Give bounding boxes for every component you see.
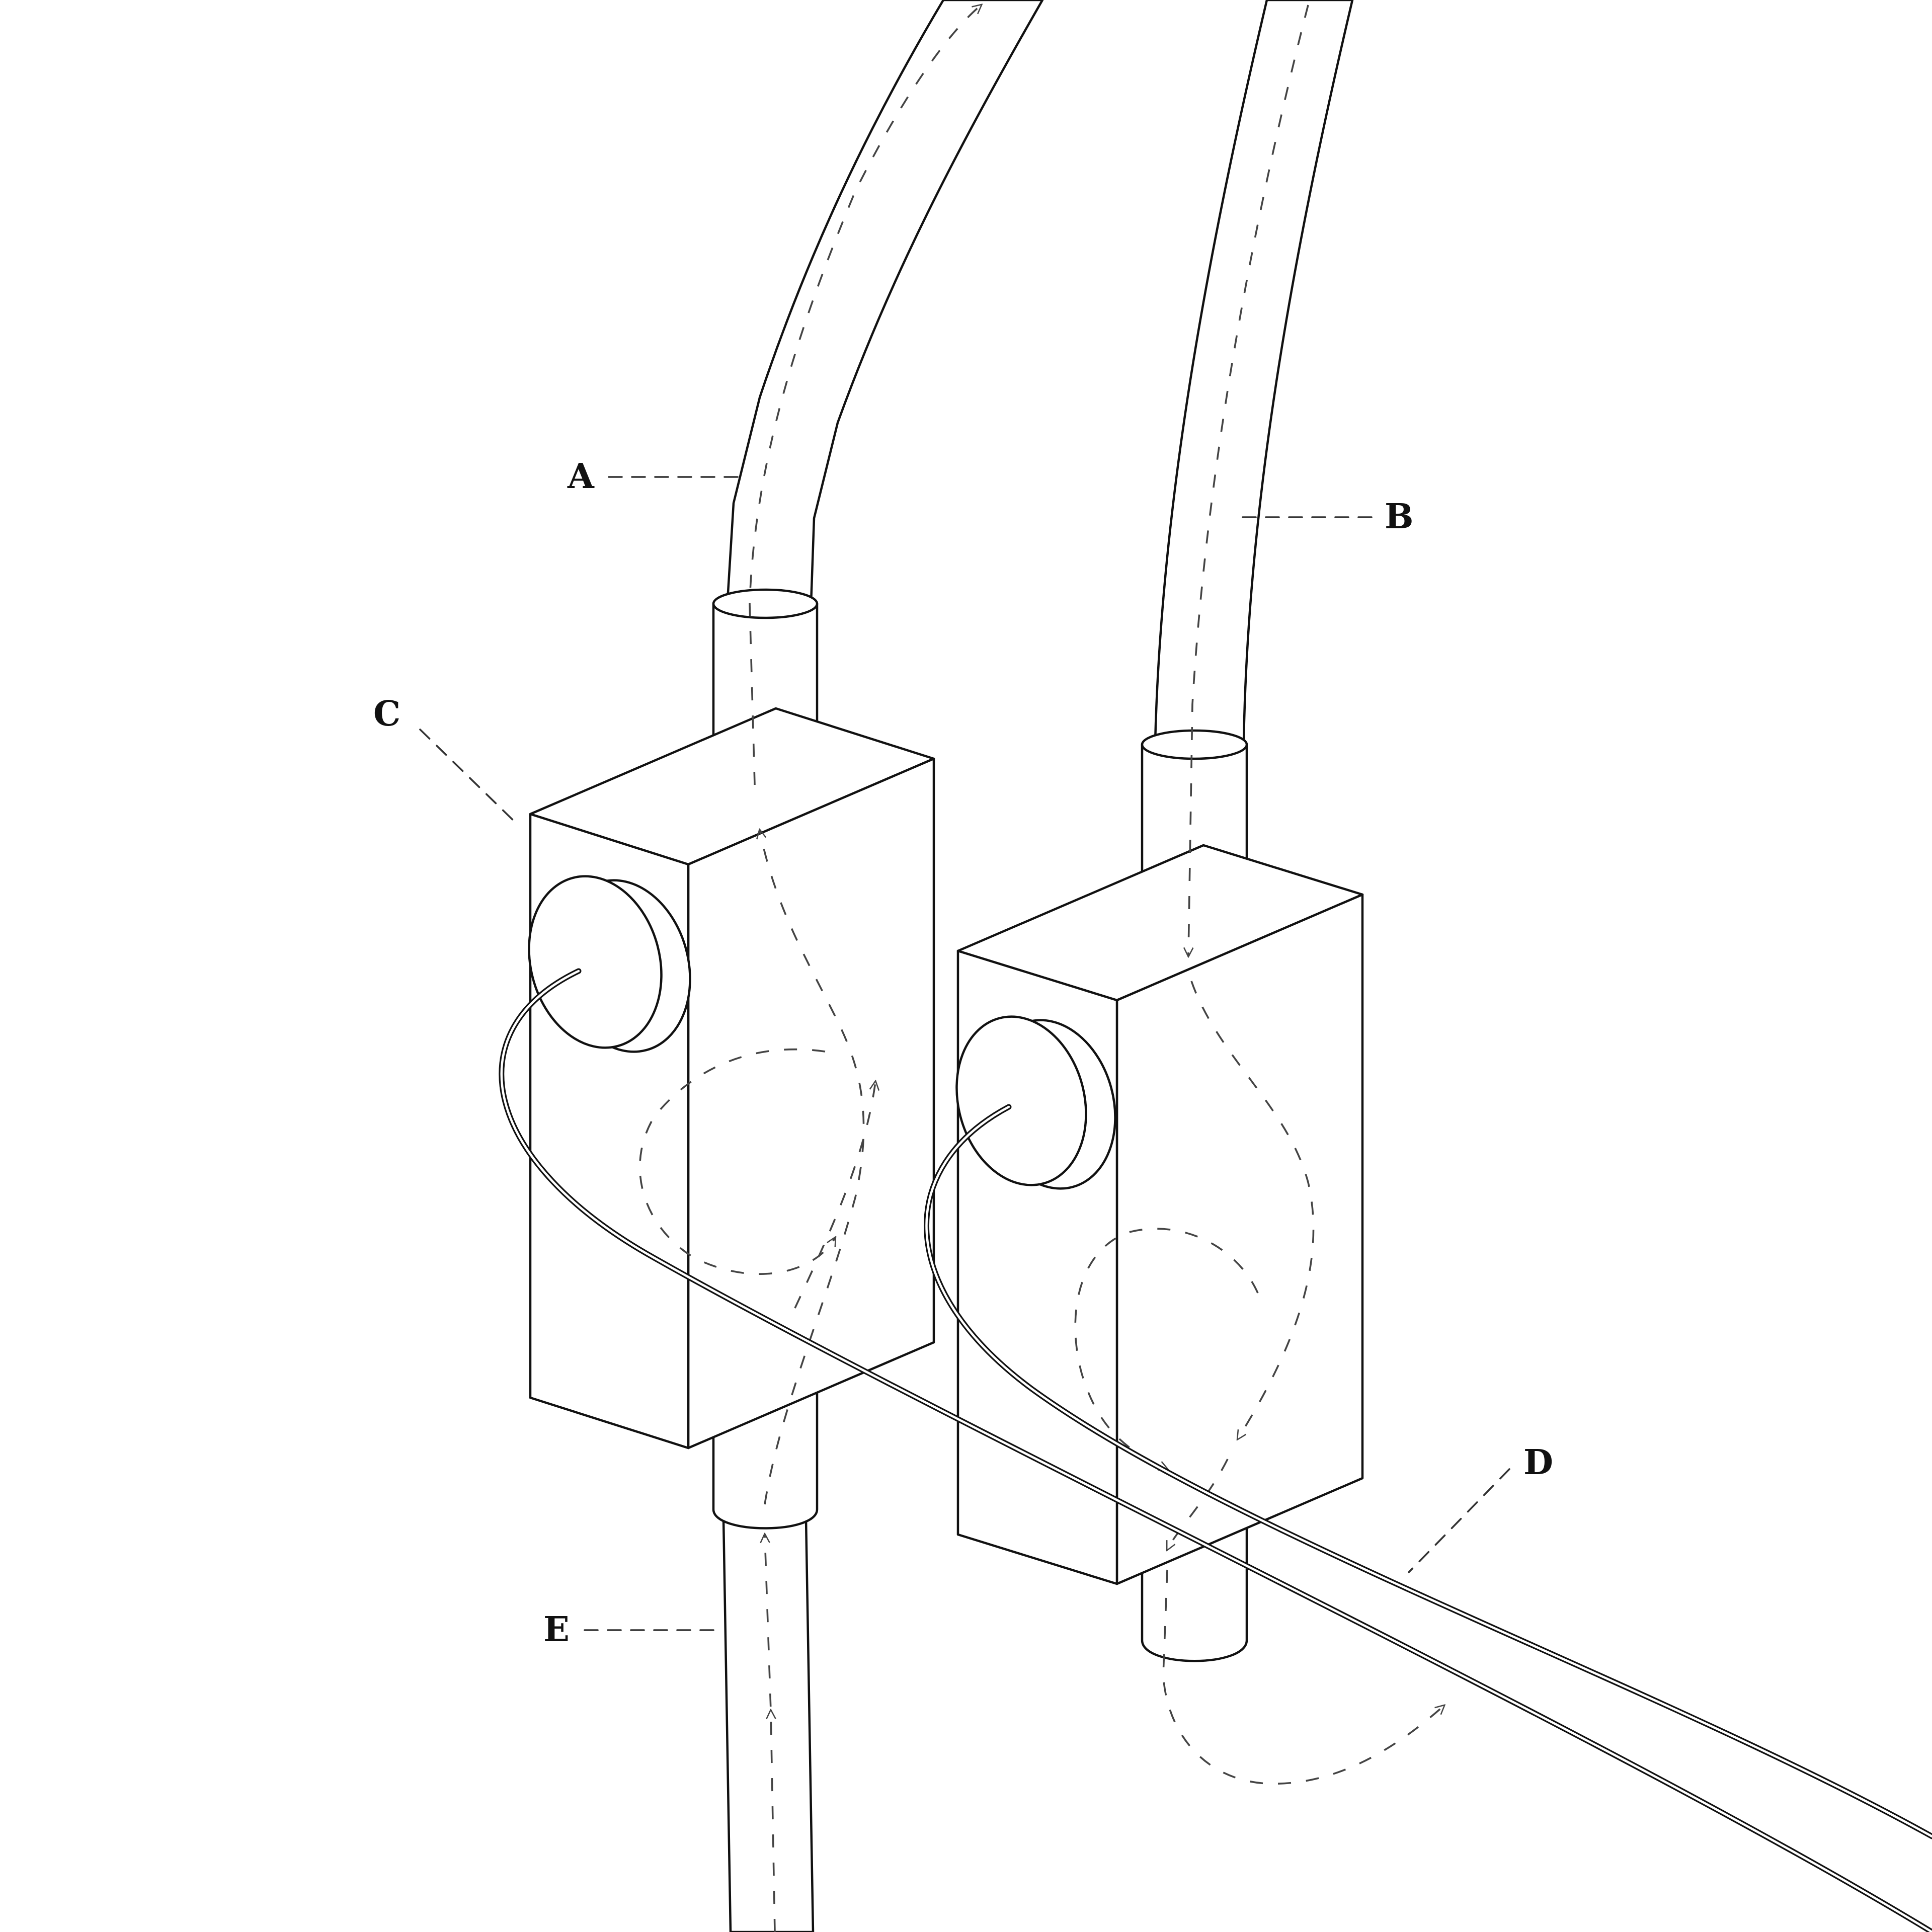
tube-a xyxy=(726,0,1044,610)
leader-c xyxy=(419,729,519,826)
flow-arrows xyxy=(639,5,1444,1932)
leader-lines xyxy=(419,476,1510,1631)
wire-c xyxy=(499,968,1932,1932)
block-d xyxy=(955,729,1364,1662)
leader-d xyxy=(1408,1468,1510,1573)
block-c xyxy=(528,588,935,1530)
label-c: C xyxy=(373,694,400,734)
tube-b xyxy=(1154,0,1354,744)
port-c xyxy=(528,875,691,1053)
block-d-front xyxy=(1115,893,1364,1585)
tube-e xyxy=(722,1518,815,1932)
label-d: D xyxy=(1523,1442,1553,1483)
label-b: B xyxy=(1385,497,1413,537)
label-e: E xyxy=(543,1609,570,1650)
wire-d xyxy=(924,1104,1932,1839)
port-d xyxy=(955,1015,1116,1190)
label-a: A xyxy=(567,456,595,497)
